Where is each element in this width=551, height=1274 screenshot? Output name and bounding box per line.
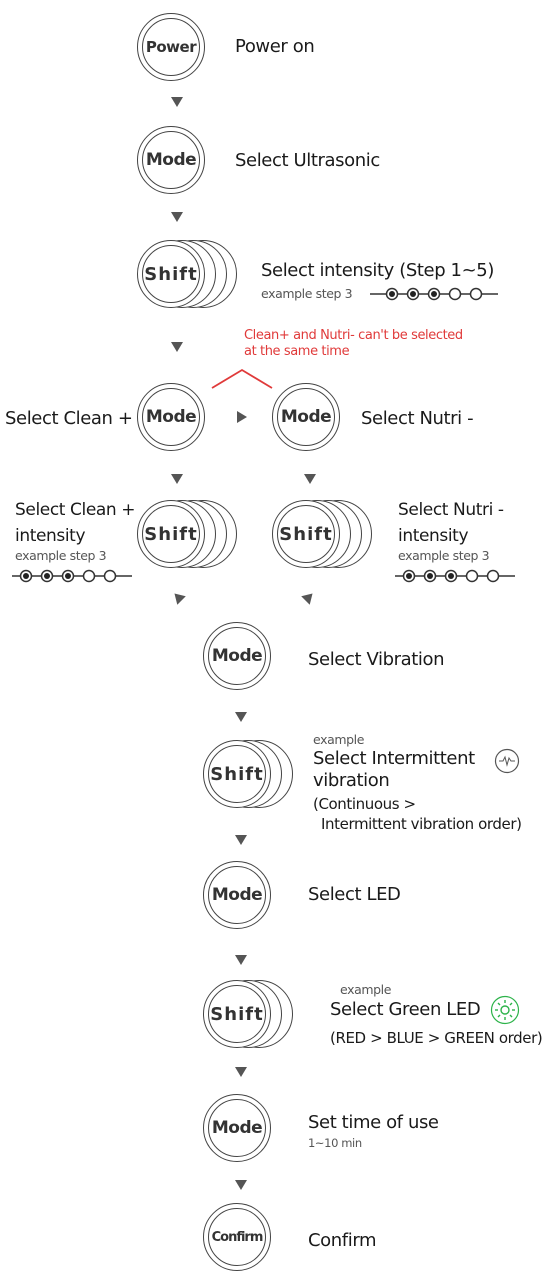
mode-button-label: Mode	[211, 885, 263, 905]
intermittent-label1: Select Intermittent	[313, 748, 475, 769]
nutri-example: example step 3	[398, 548, 490, 563]
arrow-down	[171, 212, 183, 222]
intermittent-label3: (Continuous >	[313, 795, 416, 813]
shift-button-label: Shift	[210, 763, 264, 785]
arrow-down	[235, 955, 247, 965]
arrow-down	[235, 835, 247, 845]
arrow-up-right	[301, 589, 317, 605]
clean-dots-icon	[12, 569, 132, 583]
clean-intensity-label2: intensity	[15, 526, 86, 546]
mode-button-label: Mode	[211, 1118, 263, 1138]
shift-button-label: Shift	[144, 263, 198, 285]
green-led-label: Select Green LED	[330, 999, 481, 1020]
led-label: Select LED	[308, 884, 401, 905]
intensity-example: example step 3	[261, 286, 353, 301]
clean-shift-button[interactable]: Shift	[137, 500, 247, 568]
intermittent-label4: Intermittent vibration order)	[321, 815, 522, 833]
time-range: 1~10 min	[308, 1136, 362, 1150]
vibration-label: Select Vibration	[308, 649, 445, 670]
power-button[interactable]: Power	[137, 13, 217, 81]
nutri-intensity-label1: Select Nutri -	[398, 500, 504, 520]
shift-button[interactable]: Shift	[137, 240, 247, 308]
arrow-right	[237, 411, 247, 423]
clean-example: example step 3	[15, 548, 107, 563]
clean-label: Select Clean +	[5, 408, 133, 429]
confirm-label: Confirm	[308, 1230, 377, 1251]
ultrasonic-label: Select Ultrasonic	[235, 150, 380, 171]
power-label: Power on	[235, 36, 315, 57]
note-line1: Clean+ and Nutri- can't be selected	[244, 328, 463, 343]
arrow-down	[304, 474, 316, 484]
shift-button-label: Shift	[279, 523, 333, 545]
led-shift-button[interactable]: Shift	[203, 980, 303, 1048]
shift-button-label: Shift	[144, 523, 198, 545]
arrow-down	[235, 1067, 247, 1077]
arrow-down	[235, 1180, 247, 1190]
arrow-down	[235, 712, 247, 722]
mode-button[interactable]: Mode	[137, 126, 205, 194]
nutri-mode-button[interactable]: Mode	[272, 383, 340, 451]
note-line2: at the same time	[244, 344, 350, 359]
led-order-label: (RED > BLUE > GREEN order)	[330, 1029, 543, 1047]
time-mode-button[interactable]: Mode	[203, 1094, 271, 1162]
exclusion-caret-icon	[211, 368, 273, 389]
led-mode-button[interactable]: Mode	[203, 861, 271, 929]
vibration-example: example	[313, 732, 365, 747]
nutri-shift-button[interactable]: Shift	[272, 500, 382, 568]
clean-mode-button[interactable]: Mode	[137, 383, 205, 451]
clean-intensity-label1: Select Clean +	[15, 500, 136, 520]
mode-button-label: Mode	[145, 407, 197, 427]
nutri-dots-icon	[395, 569, 515, 583]
led-example: example	[340, 982, 392, 997]
arrow-down	[171, 474, 183, 484]
mode-button-label: Mode	[211, 646, 263, 666]
nutri-intensity-label2: intensity	[398, 526, 469, 546]
mode-button-label: Mode	[280, 407, 332, 427]
shift-button-label: Shift	[210, 1003, 264, 1025]
intermittent-label2: vibration	[313, 770, 390, 791]
time-label: Set time of use	[308, 1112, 439, 1133]
mode-button-label: Mode	[145, 150, 197, 170]
arrow-down	[171, 97, 183, 107]
green-led-icon	[490, 995, 520, 1025]
arrow-down	[171, 342, 183, 352]
confirm-button[interactable]: Confirm	[203, 1203, 271, 1271]
vibration-shift-button[interactable]: Shift	[203, 740, 303, 808]
confirm-button-label: Confirm	[211, 1229, 264, 1245]
intensity-dots-icon	[370, 287, 498, 301]
power-button-label: Power	[145, 38, 197, 56]
arrow-up-left	[170, 589, 186, 605]
vibration-mode-button[interactable]: Mode	[203, 622, 271, 690]
vibration-wave-icon	[494, 748, 520, 774]
intensity-label: Select intensity (Step 1~5)	[261, 260, 494, 281]
nutri-label: Select Nutri -	[361, 408, 474, 429]
